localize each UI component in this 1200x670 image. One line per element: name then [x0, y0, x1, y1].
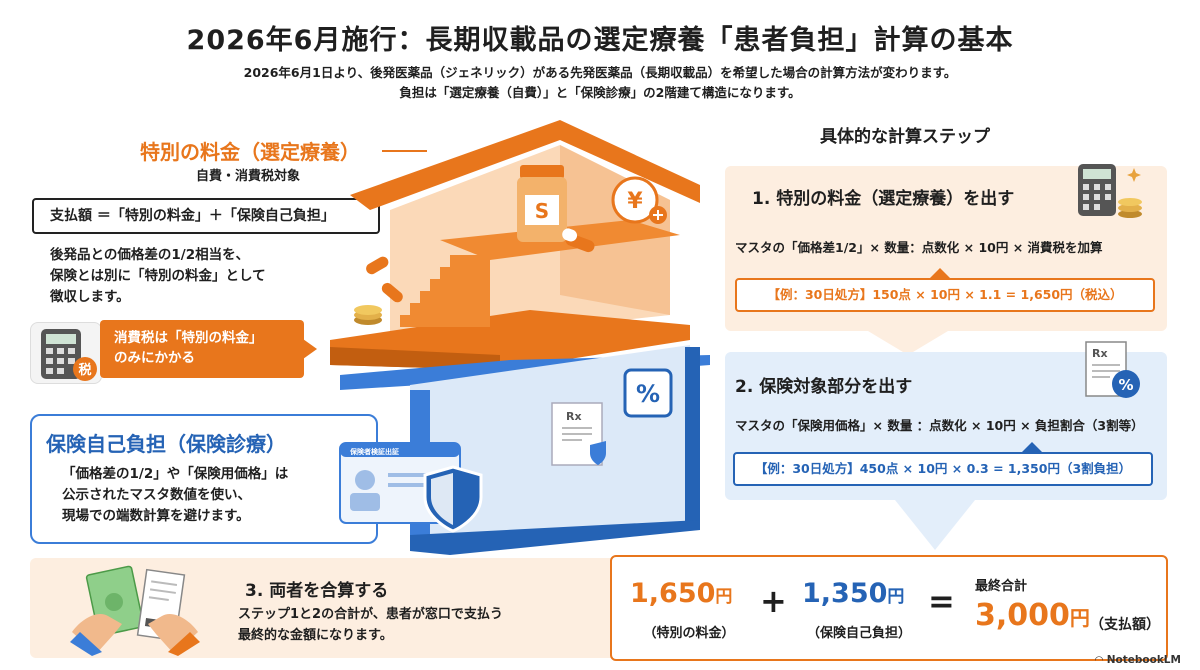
hoken-description: 「価格差の1/2」や「保険用価格」は 公示されたマスタ数値を使い、 現場での端数… — [62, 464, 362, 527]
final-total-value: 3,000 — [975, 598, 1070, 633]
prescription-percent-icon: Rx % — [1085, 341, 1140, 398]
step2-formula: マスタの「保険用価格」× 数量 ：点数化 × 10円 × 負担割合（3割等） — [735, 418, 1144, 433]
tokubetsu-desc-line: 後発品との価格差の1/2相当を、 — [50, 247, 250, 263]
step1-panel-pointer — [868, 331, 948, 355]
amount-tokubetsu-label: （特別の料金） — [643, 626, 735, 641]
step2-title: 2. 保険対象部分を出す — [735, 377, 913, 397]
equals-sign: = — [928, 582, 955, 620]
tokubetsu-subheading: 自費・消費税対象 — [196, 169, 301, 184]
rx-symbol: Rx — [566, 410, 582, 423]
amount-tokubetsu-value: 1,650 — [630, 578, 716, 609]
step1-formula: マスタの「価格差1/2」× 数量：点数化 × 10円 × 消費税を加算 — [735, 240, 1103, 255]
tax-badge-text: 税 — [78, 362, 91, 378]
medicine-bottle-icon: S — [517, 165, 567, 242]
bottle-label: S — [535, 199, 549, 223]
percent-symbol: % — [636, 380, 660, 408]
yen-symbol: ¥ — [627, 189, 643, 214]
subtitle-line-2: 負担は「選定療養（自費）」と「保険診療」の2階建て構造になります。 — [399, 85, 801, 100]
stairs — [400, 255, 490, 327]
coin-stack-icon — [354, 305, 382, 325]
tax-callout: 消費税は「特別の料金」 のみにかかる — [100, 320, 304, 378]
step1-title: 1. 特別の料金（選定療養）を出す — [752, 189, 1015, 209]
steps-title: 具体的な計算ステップ — [820, 127, 990, 147]
svg-text:%: % — [1118, 376, 1133, 394]
hoken-box — [30, 414, 378, 544]
result-box — [610, 555, 1168, 661]
hoken-desc-line: 公示されたマスタ数値を使い、 — [62, 487, 251, 503]
amount-tokubetsu: 1,650円 — [630, 578, 732, 609]
svg-text:Rx: Rx — [1092, 347, 1108, 360]
page-title: 2026年6月施行：長期収載品の選定療養「患者負担」計算の基本 — [186, 25, 1014, 56]
step3-description: ステップ1と2の合計が、患者が窓口で支払う 最終的な金額になります。 — [238, 604, 503, 646]
amount-hoken-value: 1,350 — [802, 578, 888, 609]
tax-callout-arrow — [303, 339, 317, 359]
final-total-amount: 3,000円 — [975, 598, 1090, 633]
plus-sign: + — [760, 582, 787, 620]
final-total-label: 最終合計 — [975, 579, 1028, 594]
pill-capsules-icon — [366, 228, 595, 303]
amount-hoken-label: （保険自己負担） — [806, 626, 911, 641]
tokubetsu-leader-line — [382, 150, 427, 152]
calculator-tax-icon: 税 — [30, 322, 102, 384]
final-total-note: （支払額） — [1090, 617, 1160, 633]
hands-money-receipt-icon — [70, 565, 200, 656]
amount-tokubetsu-unit: 円 — [715, 587, 733, 607]
tokubetsu-heading: 特別の料金（選定療養） — [140, 140, 360, 164]
yen-plus-icon: ¥ — [611, 176, 667, 224]
step3-title: 3. 両者を合算する — [245, 581, 389, 601]
percent-icon: % — [623, 368, 673, 418]
notebooklm-logo-icon: ◠ — [1095, 654, 1107, 666]
card-title: 保険者検証出証 — [349, 447, 399, 456]
tokubetsu-desc-line: 徴収します。 — [50, 289, 130, 305]
payment-formula-box: 支払額 ＝「特別の料金」＋「保険自己負担」 — [32, 198, 380, 234]
two-story-house-illustration: S ¥ % Rx 保険者検証出証 — [330, 120, 710, 555]
tax-note-line: 消費税は「特別の料金」 — [114, 330, 263, 346]
step3-desc-line: 最終的な金額になります。 — [238, 628, 393, 643]
step2-example-pointer — [1022, 442, 1042, 452]
prescription-document-icon: Rx — [551, 402, 606, 466]
hoken-desc-line: 現場での端数計算を避けます。 — [62, 508, 250, 524]
amount-hoken-unit: 円 — [887, 587, 905, 607]
hoken-desc-line: 「価格差の1/2」や「保険用価格」は — [62, 466, 289, 482]
step2-example: 【例：30日処方】450点 × 10円 × 0.3 = 1,350円（3割負担） — [733, 452, 1153, 486]
hoken-heading: 保険自己負担（保険診療） — [46, 432, 286, 456]
tax-note-line: のみにかかる — [114, 350, 195, 366]
notebooklm-brand: ◠ NotebookLM — [1095, 654, 1181, 666]
tokubetsu-desc-line: 保険とは別に「特別の料金」として — [50, 268, 266, 284]
step1-example-pointer — [930, 268, 950, 278]
amount-hoken: 1,350円 — [802, 578, 904, 609]
calculator-coins-icon — [1078, 164, 1142, 218]
step3-desc-line: ステップ1と2の合計が、患者が窓口で支払う — [238, 607, 503, 622]
roof — [350, 120, 700, 210]
subtitle-line-1: 2026年6月1日より、後発医薬品（ジェネリック）がある先発医薬品（長期収載品）… — [243, 65, 957, 80]
step1-example: 【例：30日処方】150点 × 10円 × 1.1 = 1,650円（税込） — [735, 278, 1155, 312]
tokubetsu-description: 後発品との価格差の1/2相当を、 保険とは別に「特別の料金」として 徴収します。 — [50, 245, 360, 308]
notebooklm-brand-text: NotebookLM — [1106, 654, 1181, 666]
step2-panel-pointer — [895, 500, 975, 550]
shield-icon — [423, 465, 483, 533]
final-total-unit: 円 — [1069, 606, 1090, 630]
